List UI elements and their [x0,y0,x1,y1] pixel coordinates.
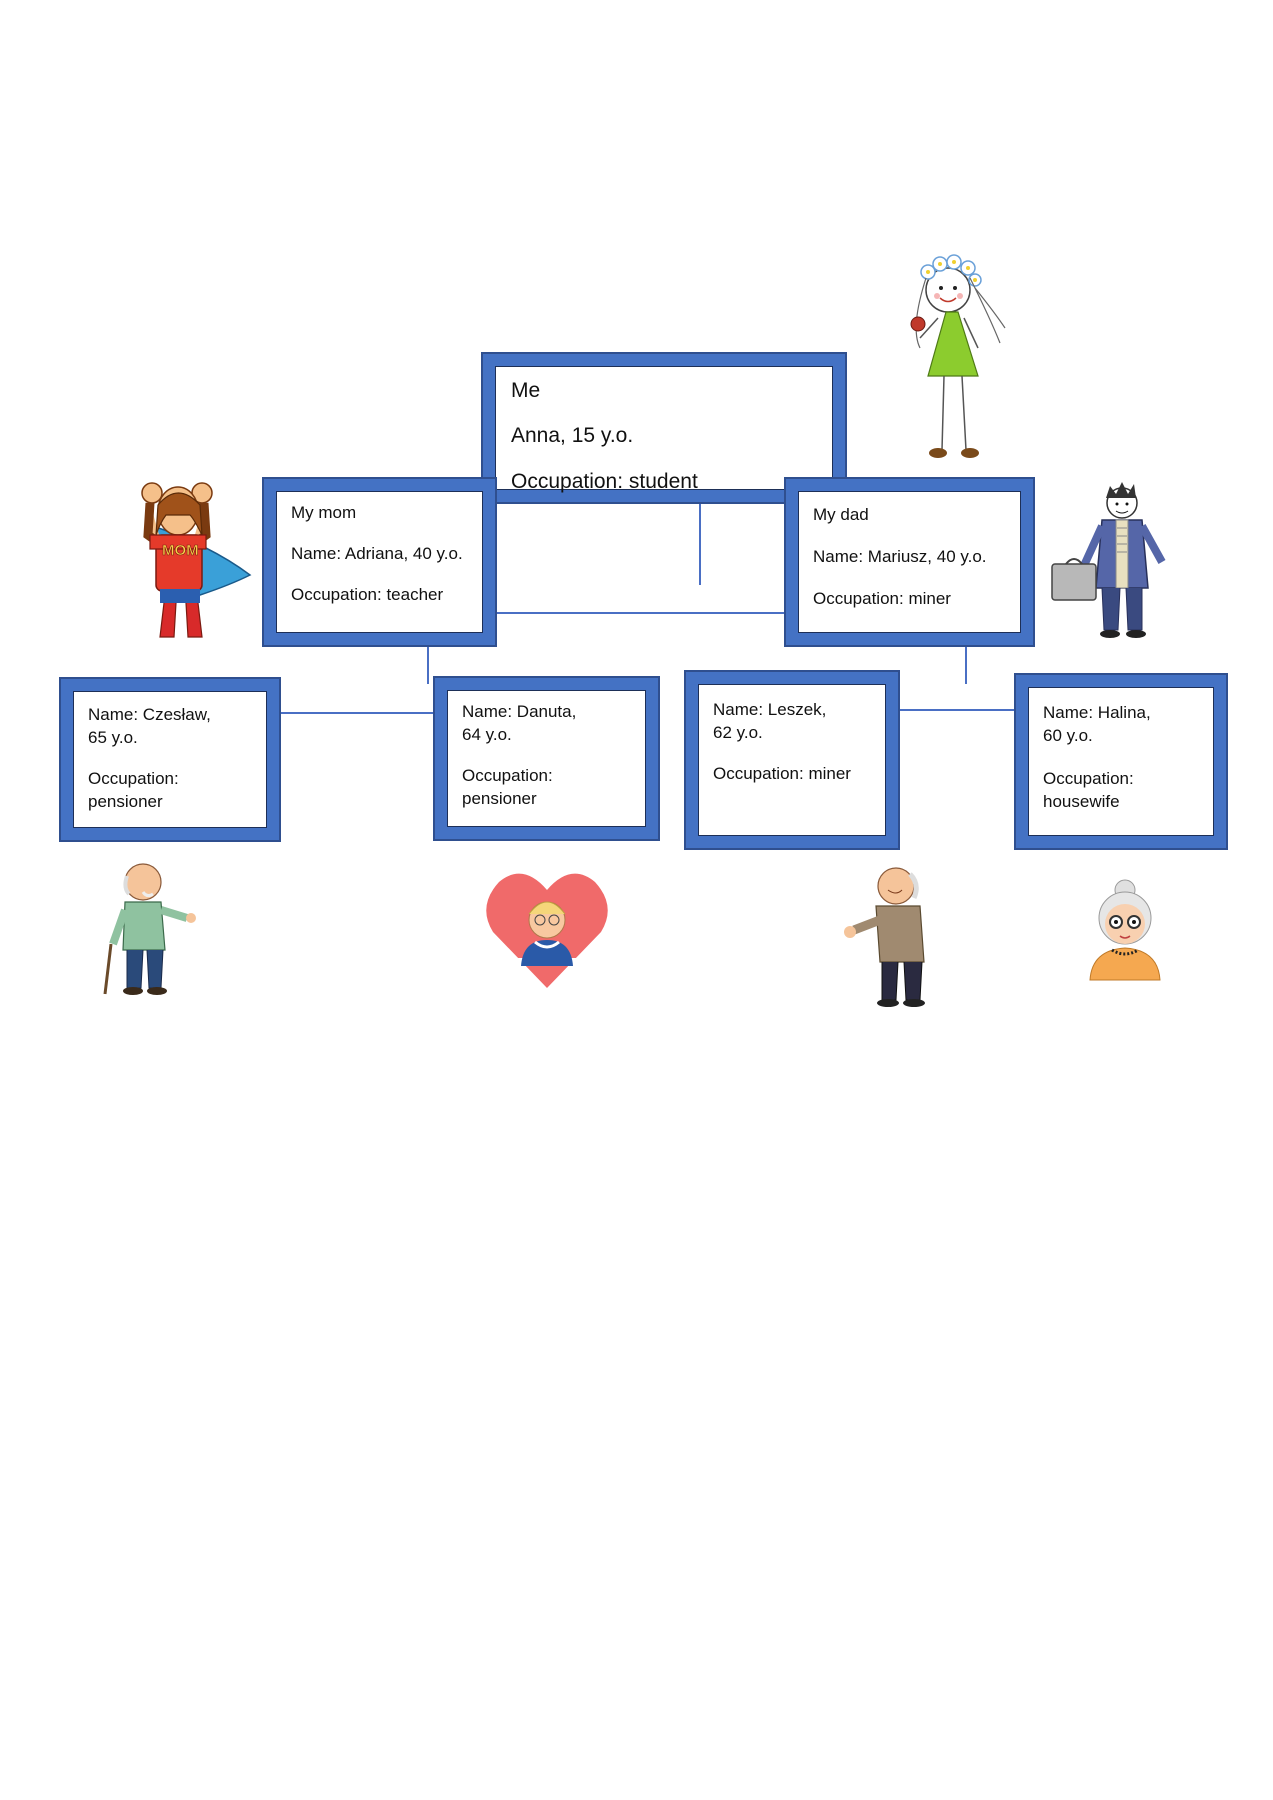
me-name: Anna, 15 y.o. [511,424,634,448]
dad-title: My dad [813,505,869,524]
node-me: Me Anna, 15 y.o. Occupation: student [481,352,847,504]
dad-illustration [1040,478,1190,643]
node-grandma-halina: Name: Halina, 60 y.o. Occupation: housew… [1014,673,1228,850]
mom-badge-text: MOM [162,542,199,559]
node-dad: My dad Name: Mariusz, 40 y.o. Occupation… [784,477,1035,647]
grandma-heart-illustration [485,866,610,991]
connector-mom-dad [494,612,786,614]
grandma-glasses-illustration [1080,876,1170,986]
girl-illustration [880,238,1030,468]
node-grandma-danuta: Name: Danuta, 64 y.o. Occupation: pensio… [433,676,660,841]
connector-dad-down [965,611,967,684]
connector-gp3-gp4 [897,709,1014,711]
gp4-occupation: Occupation: housewife [1043,768,1134,811]
connector-me-down [699,477,701,585]
gp3-occupation: Occupation: miner [713,763,851,783]
node-grandpa-czeslaw: Name: Czesław, 65 y.o. Occupation: pensi… [59,677,281,842]
supermom-illustration: MOM [90,475,255,645]
me-title: Me [511,379,541,402]
node-mom: My mom Name: Adriana, 40 y.o. Occupation… [262,477,497,647]
gp4-name: Name: Halina, 60 y.o. [1043,703,1151,745]
mom-title: My mom [291,503,357,522]
gp2-name: Name: Danuta, 64 y.o. [462,702,577,744]
dad-occupation: Occupation: miner [813,588,951,608]
me-occupation: Occupation: student [511,469,698,493]
dad-name: Name: Mariusz, 40 y.o. [813,546,987,566]
grandpa-illustration [840,862,950,1012]
gp1-name: Name: Czesław, 65 y.o. [88,705,211,747]
gp3-name: Name: Leszek, 62 y.o. [713,700,827,742]
connector-gp1-gp2 [278,712,433,714]
mom-name: Name: Adriana, 40 y.o. [291,543,463,563]
gp2-occupation: Occupation: pensioner [462,765,553,808]
mom-occupation: Occupation: teacher [291,584,444,604]
node-grandpa-leszek: Name: Leszek, 62 y.o. Occupation: miner [684,670,900,850]
grandpa-cane-illustration [95,860,205,1000]
gp1-occupation: Occupation: pensioner [88,768,179,811]
